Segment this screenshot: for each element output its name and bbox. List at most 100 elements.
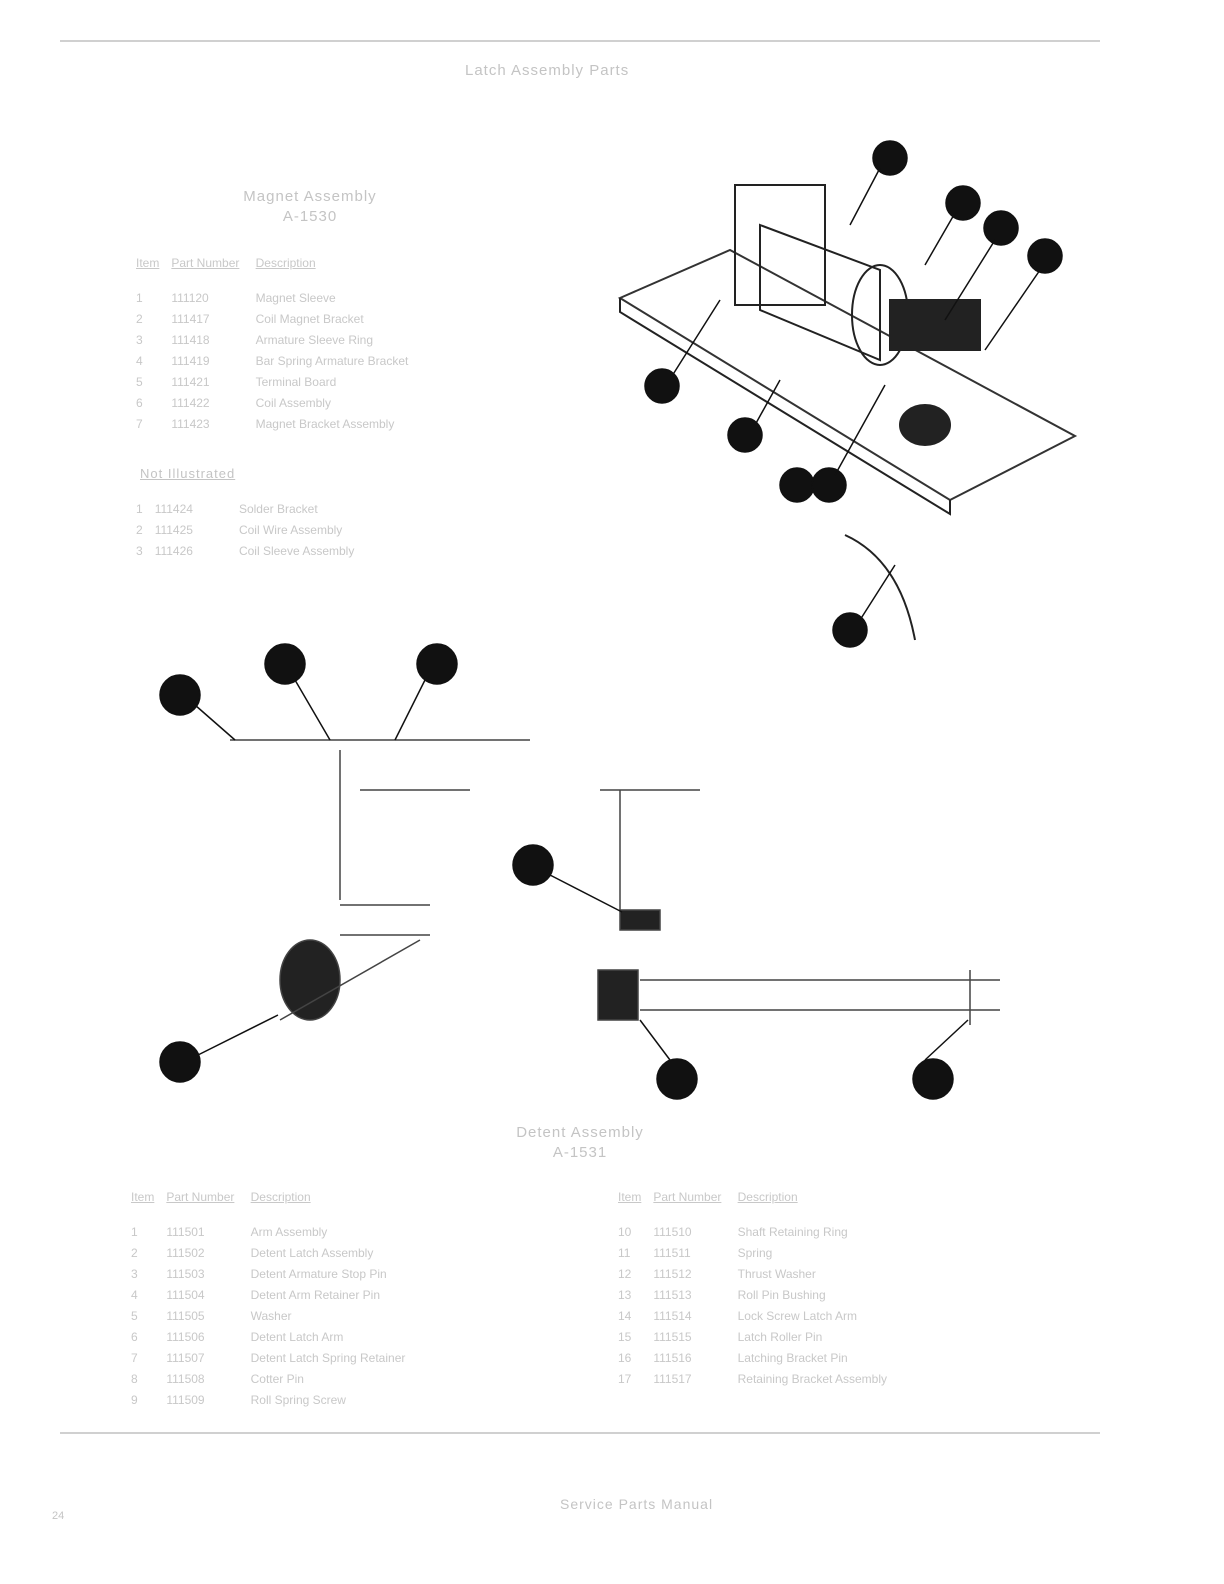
item-number: 3: [136, 543, 143, 558]
detent-subtitle: A-1531: [552, 1144, 608, 1161]
item-number: 3: [131, 1266, 138, 1281]
item-number: 5: [136, 374, 143, 389]
part-number: 111512: [653, 1266, 692, 1281]
description: Detent Arm Retainer Pin: [250, 1287, 381, 1302]
description: Terminal Board: [255, 374, 337, 389]
description: Coil Magnet Bracket: [255, 311, 364, 326]
item-number: 4: [136, 353, 143, 368]
part-number: 111423: [171, 416, 210, 431]
description: Detent Armature Stop Pin: [250, 1266, 387, 1281]
item-number: 2: [131, 1245, 138, 1260]
description: Detent Latch Spring Retainer: [250, 1350, 406, 1365]
table-row: 2 111417 Coil Magnet Bracket: [130, 308, 414, 329]
description: Armature Sleeve Ring: [255, 332, 373, 347]
detent-assembly-drawing: [230, 739, 1000, 1025]
footer-text: Service Parts Manual: [560, 1496, 714, 1512]
description: Spring: [737, 1245, 773, 1260]
table-row: 3 111503 Detent Armature Stop Pin: [125, 1263, 411, 1284]
item-number: 7: [136, 416, 143, 431]
magnet-subtitle: A-1530: [282, 208, 338, 225]
description: Arm Assembly: [250, 1224, 328, 1239]
callout-balloons: [159, 140, 1063, 1100]
item-number: 2: [136, 311, 143, 326]
table-row: 1 111501 Arm Assembly: [125, 1221, 411, 1242]
description: Shaft Retaining Ring: [737, 1224, 848, 1239]
part-number: 111517: [653, 1371, 692, 1386]
part-number: 111120: [171, 290, 209, 305]
item-number: 6: [131, 1329, 138, 1344]
part-number: 111511: [653, 1245, 691, 1260]
part-number: 111424: [154, 501, 193, 516]
column-header: Part Number: [171, 255, 240, 270]
item-number: 1: [131, 1224, 138, 1239]
part-number: 111506: [166, 1329, 205, 1344]
detent-parts-table-left: Item Part Number Description 1 111501 Arm Ass…: [125, 1186, 411, 1410]
description: Latching Bracket Pin: [737, 1350, 848, 1365]
table-row: 12 111512 Thrust Washer: [612, 1263, 893, 1284]
table-row: 13 111513 Roll Pin Bushing: [612, 1284, 893, 1305]
part-number: 111501: [166, 1224, 205, 1239]
table-row: 9 111509 Roll Spring Screw: [125, 1389, 411, 1410]
description: Coil Assembly: [255, 395, 331, 410]
part-number: 111514: [653, 1308, 692, 1323]
description: Washer: [250, 1308, 292, 1323]
part-number: 111417: [171, 311, 210, 326]
bottom-rule: [60, 1432, 1100, 1434]
not-illustrated-heading: Not Illustrated: [140, 466, 236, 481]
part-number: 111503: [166, 1266, 205, 1281]
part-number: 111508: [166, 1371, 205, 1386]
description: Cotter Pin: [250, 1371, 304, 1386]
item-number: 15: [618, 1329, 632, 1344]
part-number: 111509: [166, 1392, 205, 1407]
description: Coil Sleeve Assembly: [238, 543, 355, 558]
description: Bar Spring Armature Bracket: [255, 353, 409, 368]
item-number: 7: [131, 1350, 138, 1365]
description: Solder Bracket: [238, 501, 318, 516]
description: Roll Spring Screw: [250, 1392, 346, 1407]
page-title: Latch Assembly Parts: [465, 62, 630, 79]
item-number: 2: [136, 522, 143, 537]
part-number: 111516: [653, 1350, 692, 1365]
table-row: 7 111423 Magnet Bracket Assembly: [130, 413, 414, 434]
column-header: Item: [136, 255, 160, 270]
item-number: 12: [618, 1266, 632, 1281]
part-number: 111419: [171, 353, 210, 368]
description: Roll Pin Bushing: [737, 1287, 826, 1302]
item-number: 9: [131, 1392, 138, 1407]
part-number: 111507: [166, 1350, 205, 1365]
table-row: 7 111507 Detent Latch Spring Retainer: [125, 1347, 411, 1368]
part-number: 111513: [653, 1287, 692, 1302]
magnet-title: Magnet Assembly: [243, 188, 377, 205]
column-header: Description: [737, 1189, 798, 1204]
description: Retaining Bracket Assembly: [737, 1371, 888, 1386]
part-number: 111421: [171, 374, 210, 389]
item-number: 13: [618, 1287, 632, 1302]
top-rule: [60, 40, 1100, 42]
description: Latch Roller Pin: [737, 1329, 823, 1344]
description: Magnet Bracket Assembly: [255, 416, 395, 431]
description: Thrust Washer: [737, 1266, 816, 1281]
magnet-assembly-drawing: [617, 184, 1078, 641]
part-number: 111505: [166, 1308, 205, 1323]
column-header: Item: [131, 1189, 155, 1204]
column-header: Part Number: [166, 1189, 235, 1204]
column-header: Description: [250, 1189, 311, 1204]
description: Coil Wire Assembly: [238, 522, 343, 537]
column-header: Description: [255, 255, 316, 270]
description: Detent Latch Assembly: [250, 1245, 374, 1260]
item-number: 11: [618, 1245, 631, 1260]
